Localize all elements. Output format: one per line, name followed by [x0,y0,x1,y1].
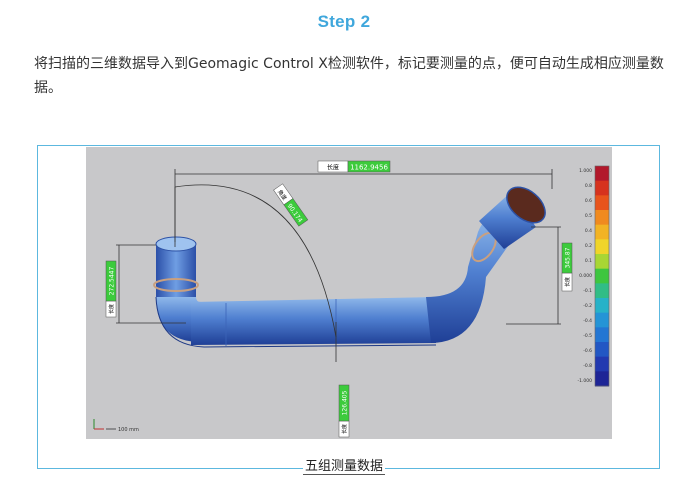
svg-text:长度: 长度 [341,424,348,434]
pipe-measurement-svg: 长度 1162.9456 角度 90.174 长度 272.5447 长度 34… [93,160,610,438]
color-bar-tick-label: 0.5 [585,213,592,219]
color-bar-tick-label: 0.2 [585,243,592,249]
color-bar-tick-label: -0.4 [583,318,592,324]
color-bar-tick-label: 0.8 [585,183,592,189]
deviation-color-bar: 1.000 0.8 0.6 0.5 0.4 0.2 0.1 0.000 -0.1 -0.2 -0.4… [577,165,610,387]
color-bar-segment [595,195,609,211]
dimension-lines [116,169,561,362]
color-bar-tick-label: -1.000 [577,378,592,384]
measurement-figure: 长度 1162.9456 角度 90.174 长度 272.5447 长度 34… [86,147,612,439]
right-height-label: 长度 345.87 [561,242,573,292]
color-bar-segment [595,312,609,328]
color-bar-segment [595,342,609,358]
pipe-model [153,186,546,348]
svg-text:1162.9456: 1162.9456 [350,164,388,172]
color-bar-tick-label: -0.1 [583,288,592,294]
bottom-length-label: 长度 126.405 [338,384,350,438]
color-bar-tick-label: -0.2 [583,303,592,309]
color-bar-segment [595,254,609,270]
svg-text:272.5447: 272.5447 [109,267,116,296]
color-bar-tick-label: 0.6 [585,198,592,204]
svg-text:长度: 长度 [327,164,339,172]
color-bar-segment [595,224,609,240]
color-bar-segment [595,180,609,196]
step-title: Step 2 [317,12,371,31]
color-bar-segment [595,298,609,314]
arc-angle-label: 角度 90.174 [273,183,309,227]
left-height-label: 长度 272.5447 [105,260,117,318]
color-bar-segment [595,371,609,387]
svg-text:126.405: 126.405 [342,390,349,415]
color-bar-tick-label: 0.000 [579,273,592,279]
color-bar-tick-label: 1.000 [579,168,592,174]
svg-text:100 mm: 100 mm [118,427,139,433]
svg-text:长度: 长度 [108,304,115,314]
color-bar-segment [595,356,609,372]
color-bar-tick-label: -0.6 [583,348,592,354]
svg-text:长度: 长度 [564,277,571,287]
color-bar-tick-label: -0.5 [583,333,592,339]
axis-indicator: 100 mm [93,419,139,433]
length-label-top: 长度 1162.9456 [317,160,391,173]
color-bar-segment [595,239,609,255]
color-bar-segment [595,268,609,284]
color-bar-tick-label: 0.4 [585,228,592,234]
color-bar-tick-label: -0.8 [583,363,592,369]
color-bar-tick-label: 0.1 [585,258,592,264]
color-bar-segment [595,210,609,226]
color-bar-segment [595,327,609,343]
color-bar-border [594,165,610,387]
color-bar-segment [595,283,609,299]
svg-text:345.87: 345.87 [565,247,572,268]
color-bar-segment [595,166,609,182]
description-paragraph: 将扫描的三维数据导入到Geomagic Control X检测软件，标记要测量的… [34,56,664,96]
figure-caption: 五组测量数据 [302,459,385,475]
